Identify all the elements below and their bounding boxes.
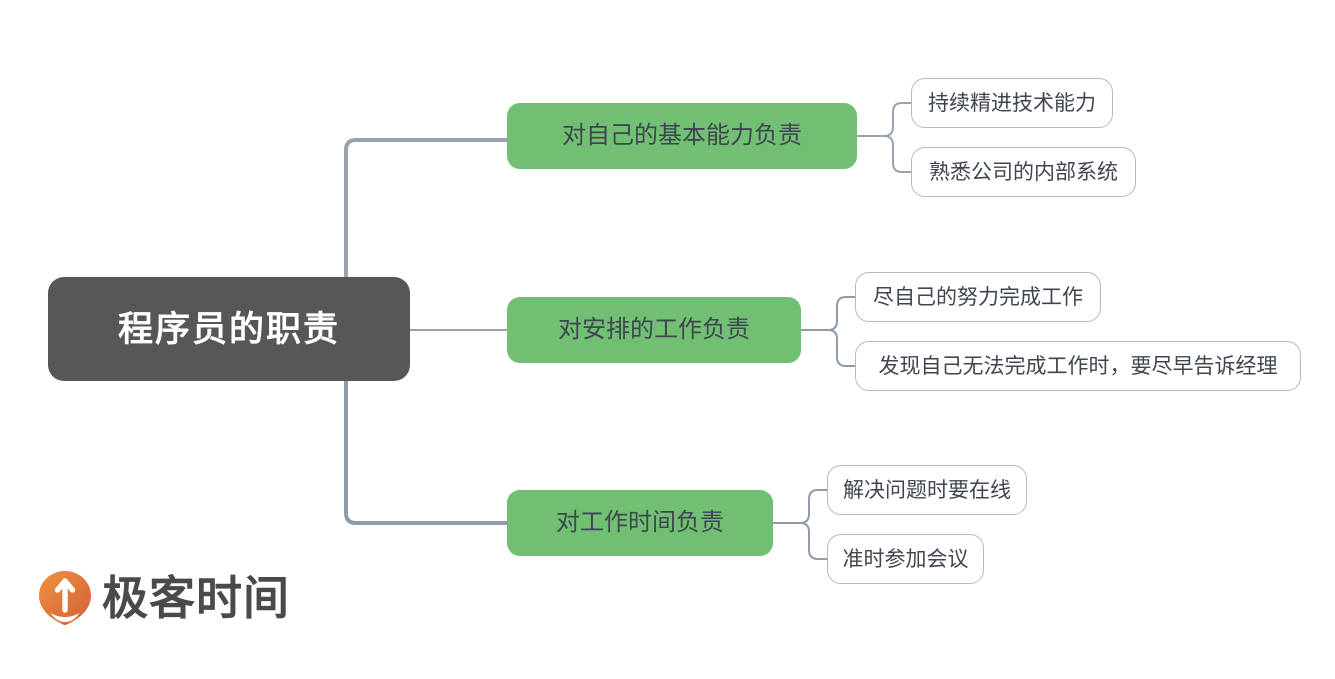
leaf-node-1-1[interactable]: 持续精进技术能力	[911, 78, 1113, 128]
branch-node-1-label: 对自己的基本能力负责	[562, 122, 802, 149]
geektime-pin-icon	[39, 571, 91, 625]
geektime-logo: 极客时间	[38, 570, 290, 626]
connector-branch-2-leaf-1	[819, 296, 855, 331]
leaf-node-3-1-label: 解决问题时要在线	[843, 478, 1011, 502]
connector-branch-3-leaf-2	[791, 522, 827, 560]
leaf-node-2-2-label: 发现自己无法完成工作时，要尽早告诉经理	[878, 354, 1278, 378]
branch-node-1[interactable]: 对自己的基本能力负责	[507, 103, 857, 169]
connector-branch-1-leaf-2	[875, 135, 911, 173]
leaf-node-3-1[interactable]: 解决问题时要在线	[827, 465, 1027, 515]
leaf-node-1-2[interactable]: 熟悉公司的内部系统	[911, 147, 1136, 197]
root-node[interactable]: 程序员的职责	[48, 277, 410, 381]
connector-branch-1-leaf-1	[875, 102, 911, 137]
leaf-node-1-1-label: 持续精进技术能力	[928, 91, 1096, 115]
leaf-node-2-1[interactable]: 尽自己的努力完成工作	[855, 272, 1101, 322]
geektime-logo-text: 极客时间	[102, 572, 290, 624]
root-node-label: 程序员的职责	[117, 309, 340, 349]
leaf-node-3-2[interactable]: 准时参加会议	[827, 534, 984, 584]
leaf-node-2-1-label: 尽自己的努力完成工作	[873, 285, 1083, 309]
leaf-node-1-2-label: 熟悉公司的内部系统	[929, 160, 1118, 184]
connector-branch-2-leaf-2	[819, 329, 855, 367]
branch-node-3-label: 对工作时间负责	[556, 509, 724, 536]
connector-branch-3-leaf-1	[791, 489, 827, 524]
branch-node-2[interactable]: 对安排的工作负责	[507, 297, 801, 363]
leaf-node-2-2[interactable]: 发现自己无法完成工作时，要尽早告诉经理	[855, 341, 1301, 391]
leaf-node-3-2-label: 准时参加会议	[842, 547, 969, 571]
branch-node-2-label: 对安排的工作负责	[558, 316, 750, 343]
branch-node-3[interactable]: 对工作时间负责	[507, 490, 773, 556]
